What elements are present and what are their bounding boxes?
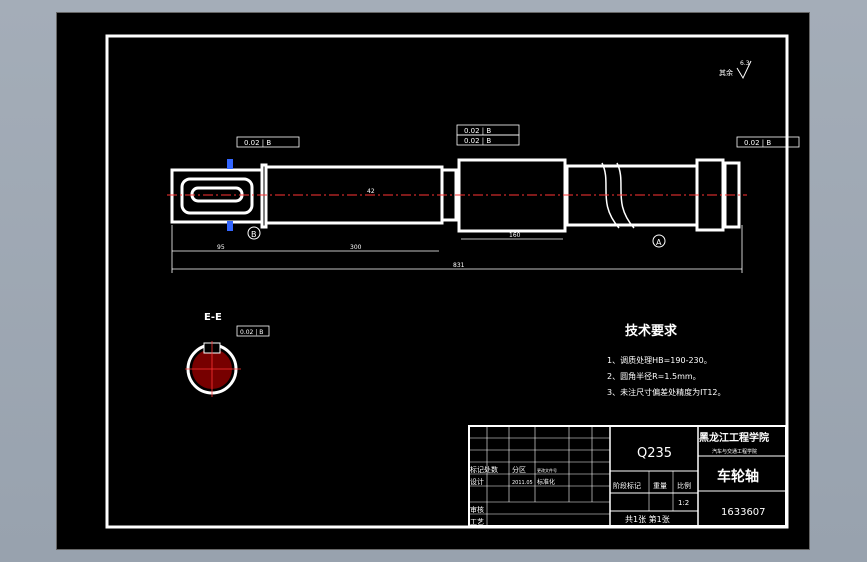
gtol-section: 0.02 | B [240, 329, 263, 336]
roughness-symbol-icon [736, 60, 752, 80]
scale-value: 1:2 [678, 499, 689, 507]
sheets: 共1张 第1张 [625, 514, 670, 524]
tech-req-item: 1、调质处理HB=190-230。 [607, 355, 712, 365]
tech-req-item: 3、未注尺寸偏差处精度为IT12。 [607, 387, 726, 397]
dim-mid: 300 [350, 244, 362, 251]
dim-dia: 42 [367, 188, 375, 195]
tech-req-item: 2、圆角半径R=1.5mm。 [607, 371, 701, 381]
row-process: 工艺 [470, 518, 484, 526]
datum-b-label: B [251, 230, 257, 239]
gtol-frame-1: 0.02 | B [244, 139, 271, 147]
dim-left: 95 [217, 244, 225, 251]
dim-total: 831 [453, 262, 465, 269]
part-name: 车轮轴 [717, 468, 759, 485]
section-label: E-E [204, 312, 222, 323]
department-name: 汽车与交通工程学院 [712, 448, 757, 455]
datum-b-circle [247, 226, 261, 240]
title-block [468, 425, 787, 527]
row-date: 2011.05 [512, 480, 533, 486]
school-name: 黑龙江工程学院 [699, 431, 769, 444]
gtol-frame-4: 0.02 | B [744, 139, 771, 147]
cad-drawing: 其余 6.3 0.02 | B 0.02 | B 0.02 | B 0.02 |… [105, 34, 800, 529]
datum-a-label: A [656, 238, 662, 247]
row-review: 审核 [470, 505, 484, 514]
roughness-value: 6.3 [740, 60, 750, 67]
keyway-outline [180, 177, 254, 215]
drawing-border [105, 34, 789, 529]
datum-a-circle [652, 234, 666, 248]
col-scale: 比例 [677, 481, 691, 490]
row-change: 更改文件号 [537, 467, 557, 473]
gtol-frame-2: 0.02 | B [464, 127, 491, 135]
row-std: 标准化 [537, 478, 555, 486]
row-mark: 标记处数 [470, 465, 498, 474]
section-mark-bottom [227, 221, 233, 231]
drawing-number: 1633607 [721, 507, 766, 518]
tech-req-title: 技术要求 [625, 323, 678, 339]
dim-center: 160 [509, 232, 521, 239]
gtol-frame-3: 0.02 | B [464, 137, 491, 145]
row-design: 设计 [470, 477, 484, 486]
cad-viewport[interactable]: 其余 6.3 0.02 | B 0.02 | B 0.02 | B 0.02 |… [56, 12, 810, 550]
col-weight: 重量 [653, 482, 667, 490]
roughness-label: 其余 [719, 68, 733, 77]
section-view [185, 341, 241, 397]
material: Q235 [637, 446, 672, 461]
break-line [601, 162, 635, 229]
col-stage: 阶段标记 [613, 481, 641, 490]
row-zone: 分区 [512, 465, 526, 474]
section-mark-top [227, 159, 233, 169]
